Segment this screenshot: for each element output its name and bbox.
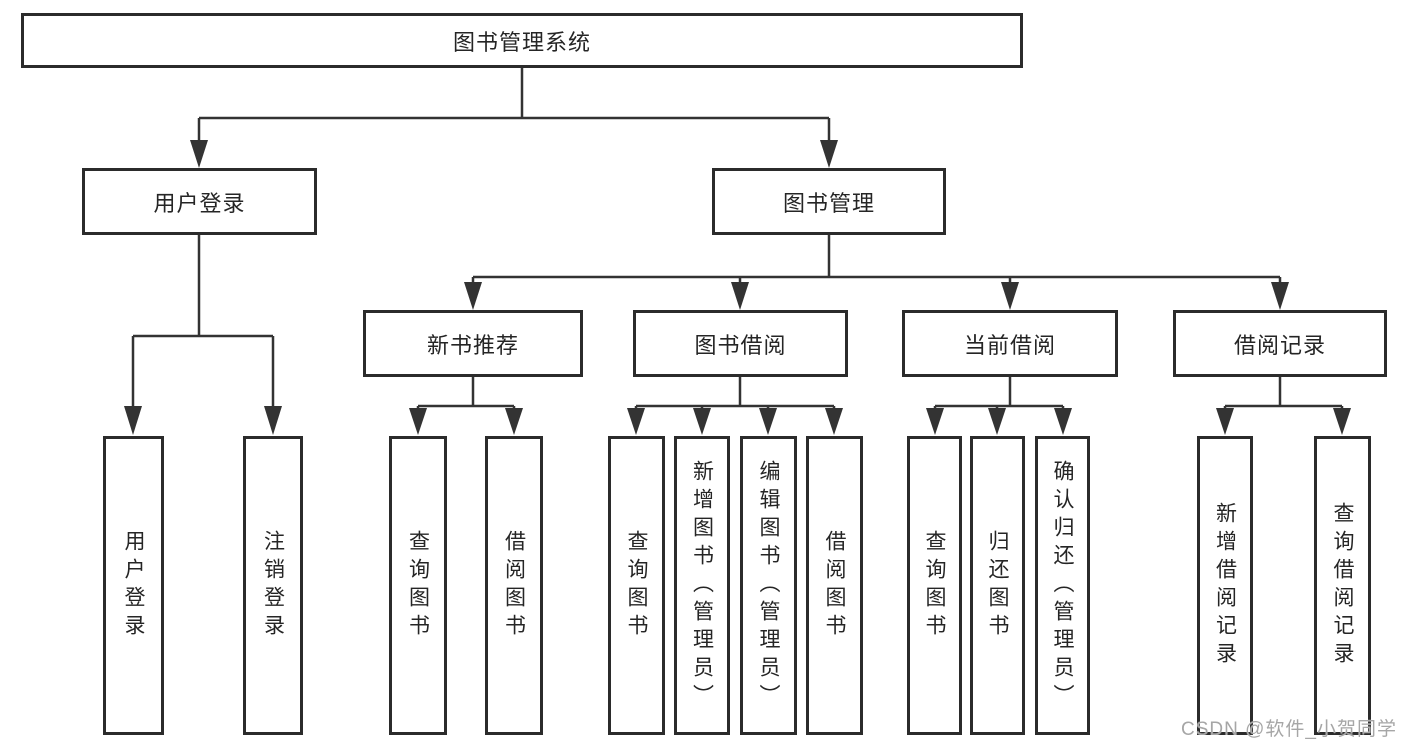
arrowhead	[1054, 408, 1072, 435]
leaf-logout: 注销登录	[243, 436, 303, 735]
leaf-query-books-current-label: 查询图书	[923, 529, 946, 642]
arrowhead	[1333, 408, 1351, 435]
leaf-confirm-return-admin: 确认归还（管理员）	[1035, 436, 1090, 735]
leaf-query-books-borrow-label: 查询图书	[625, 529, 648, 642]
arrowhead	[124, 406, 142, 435]
arrowhead	[1216, 408, 1234, 435]
leaf-query-books-current: 查询图书	[907, 436, 962, 735]
connector-book-management-to-level3	[464, 235, 1289, 310]
leaf-query-borrow-record-label: 查询借阅记录	[1331, 501, 1354, 670]
leaf-query-borrow-record: 查询借阅记录	[1314, 436, 1371, 735]
leaf-add-borrow-record: 新增借阅记录	[1197, 436, 1253, 735]
node-user-login-label: 用户登录	[153, 190, 246, 216]
arrowhead	[926, 408, 944, 435]
node-new-book-recommend-label: 新书推荐	[426, 332, 519, 358]
arrowhead	[988, 408, 1006, 435]
leaf-borrow-books-recommend: 借阅图书	[485, 436, 543, 735]
leaf-edit-books-admin: 编辑图书（管理员）	[740, 436, 797, 735]
leaf-query-books-borrow: 查询图书	[608, 436, 665, 735]
arrowhead	[1271, 282, 1289, 310]
leaf-user-login: 用户登录	[103, 436, 164, 735]
leaf-logout-label: 注销登录	[261, 529, 285, 642]
leaf-user-login-label: 用户登录	[122, 529, 145, 642]
connector-borrow-records-to-leaves	[1216, 377, 1351, 435]
arrowhead	[693, 408, 711, 435]
leaf-borrow-books-recommend-label: 借阅图书	[502, 529, 526, 642]
leaf-query-books-recommend: 查询图书	[389, 436, 447, 735]
leaf-query-books-recommend-label: 查询图书	[406, 529, 430, 642]
arrowhead	[825, 408, 843, 435]
arrowhead	[264, 406, 282, 435]
arrowhead	[627, 408, 645, 435]
node-current-borrow: 当前借阅	[902, 310, 1118, 377]
leaf-return-books: 归还图书	[970, 436, 1025, 735]
node-current-borrow-label: 当前借阅	[963, 332, 1056, 358]
connector-user-login-to-leaves	[124, 235, 282, 435]
leaf-add-books-admin-label: 新增图书（管理员）	[690, 459, 714, 712]
leaf-add-books-admin: 新增图书（管理员）	[674, 436, 730, 735]
arrowhead	[464, 282, 482, 310]
node-root-label: 图书管理系统	[452, 29, 591, 55]
node-user-login: 用户登录	[82, 168, 317, 235]
arrowhead	[731, 282, 749, 310]
arrowhead	[759, 408, 777, 435]
node-book-management: 图书管理	[712, 168, 946, 235]
connector-current-borrow-to-leaves	[926, 377, 1072, 435]
connector-new-book-to-leaves	[409, 377, 523, 435]
arrowhead	[190, 140, 208, 168]
arrowhead	[505, 408, 523, 435]
connector-root-to-level2	[190, 68, 838, 168]
leaf-borrow-books: 借阅图书	[806, 436, 863, 735]
leaf-add-borrow-record-label: 新增借阅记录	[1213, 501, 1237, 670]
leaf-borrow-books-label: 借阅图书	[823, 529, 846, 642]
node-root-system: 图书管理系统	[21, 13, 1023, 68]
connector-book-borrow-to-leaves	[627, 377, 843, 435]
leaf-return-books-label: 归还图书	[986, 529, 1009, 642]
node-book-borrow: 图书借阅	[633, 310, 848, 377]
arrowhead	[1001, 282, 1019, 310]
csdn-watermark: CSDN @软件_小贺同学	[1181, 719, 1397, 740]
node-book-borrow-label: 图书借阅	[694, 332, 787, 358]
leaf-edit-books-admin-label: 编辑图书（管理员）	[757, 459, 780, 712]
arrowhead	[409, 408, 427, 435]
node-borrow-records-label: 借阅记录	[1233, 332, 1326, 358]
node-new-book-recommend: 新书推荐	[363, 310, 583, 377]
node-book-management-label: 图书管理	[782, 190, 875, 216]
node-borrow-records: 借阅记录	[1173, 310, 1387, 377]
arrowhead	[820, 140, 838, 168]
leaf-confirm-return-admin-label: 确认归还（管理员）	[1051, 459, 1074, 712]
